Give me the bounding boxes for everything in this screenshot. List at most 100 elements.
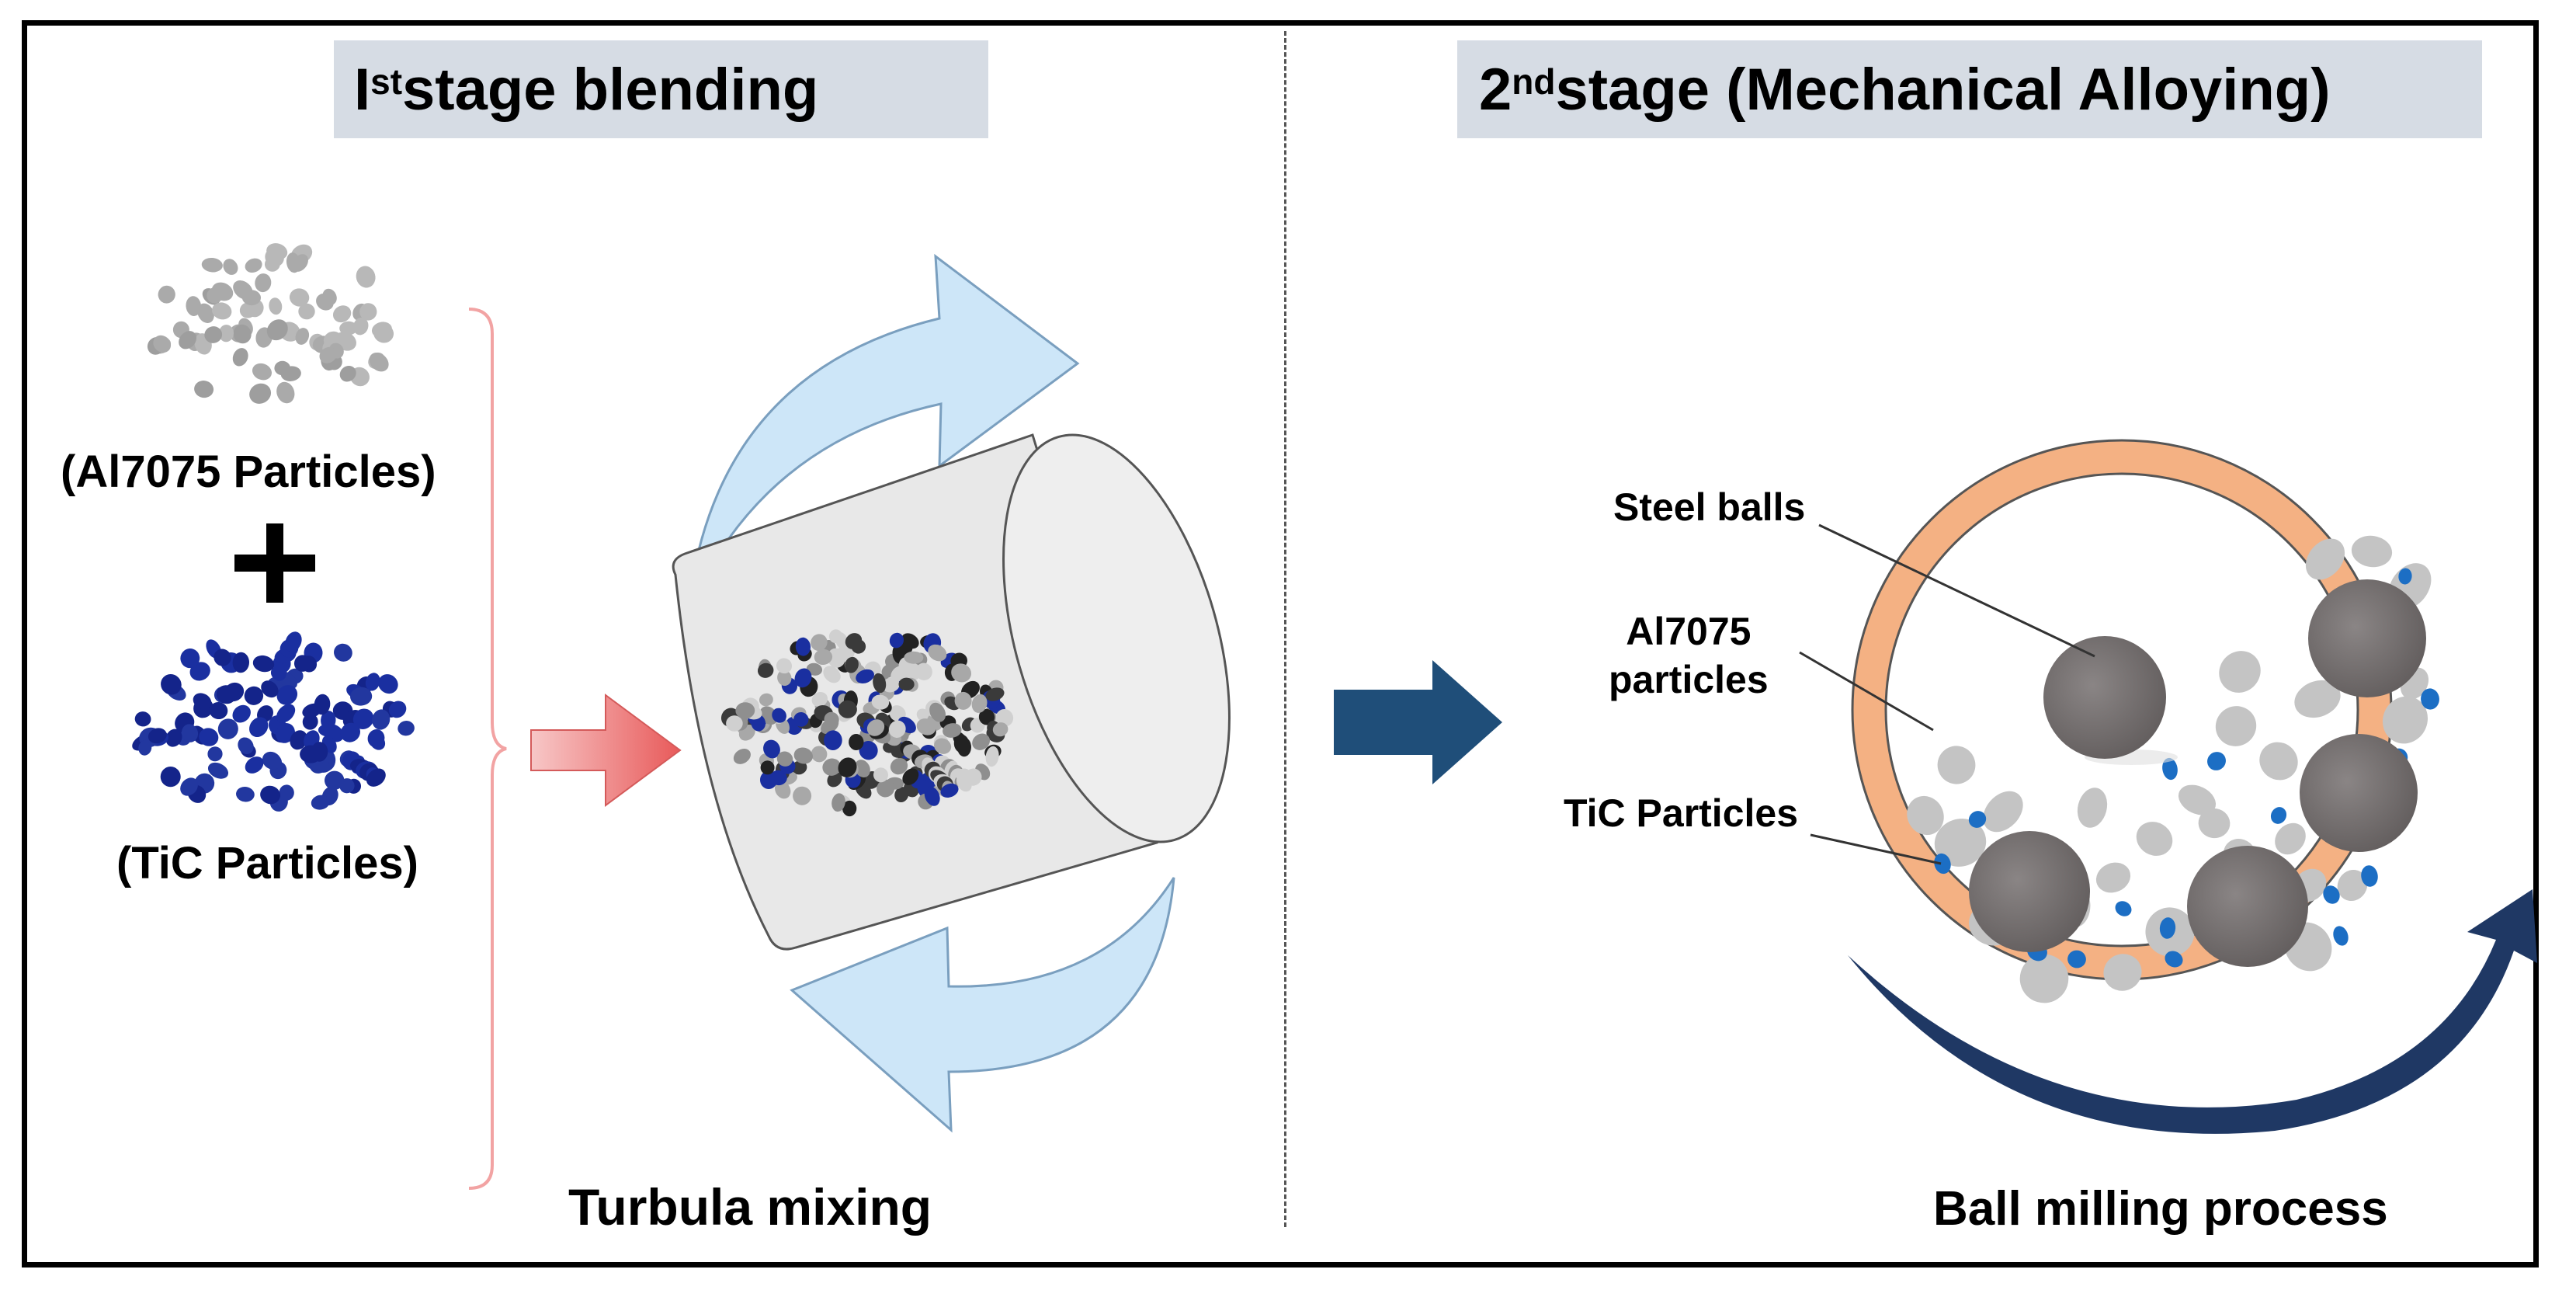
al7075-particle bbox=[153, 335, 172, 353]
al7075-particle bbox=[286, 252, 301, 273]
al7075-particle bbox=[158, 285, 175, 304]
tic-particles-mill-label: TiC Particles bbox=[1564, 791, 1799, 835]
mixed-particle bbox=[777, 669, 792, 687]
al-particles-leader bbox=[1799, 651, 1934, 732]
al7075-particle bbox=[274, 360, 291, 376]
mixed-particle bbox=[871, 694, 890, 710]
tic-particle bbox=[244, 686, 264, 705]
tic-particle bbox=[180, 649, 200, 669]
tic-particle bbox=[2159, 917, 2176, 939]
mixed-particle bbox=[845, 656, 859, 673]
tic-particle bbox=[2115, 901, 2132, 916]
tic-particle bbox=[261, 680, 279, 698]
al7075-particle bbox=[373, 324, 394, 343]
mixed-particle bbox=[735, 702, 755, 719]
steel-ball bbox=[2043, 636, 2166, 759]
tic-particles-leader bbox=[1810, 833, 1942, 865]
tic-particle bbox=[366, 768, 386, 787]
steel-ball bbox=[2300, 734, 2418, 852]
mixed-particle bbox=[951, 663, 972, 683]
stage-divider bbox=[1284, 31, 1286, 1227]
tic-particle bbox=[238, 737, 254, 754]
tic-particle bbox=[398, 721, 415, 736]
tic-particle bbox=[372, 709, 391, 730]
mixed-particle bbox=[757, 662, 774, 678]
al7075-particle bbox=[252, 363, 273, 381]
mixed-particle bbox=[894, 787, 909, 803]
mixed-particle bbox=[985, 746, 999, 767]
tic-particle bbox=[217, 718, 238, 739]
al7075-particle bbox=[289, 288, 310, 307]
mixed-particle bbox=[791, 760, 807, 775]
tic-particle bbox=[161, 674, 182, 695]
tic-particle bbox=[165, 729, 182, 747]
al7075-particle bbox=[369, 353, 389, 372]
al7075-particle bbox=[194, 381, 214, 398]
mixed-particle bbox=[859, 741, 878, 760]
tic-particle bbox=[1934, 853, 1951, 875]
tic-particle bbox=[276, 704, 296, 723]
al7075-particle bbox=[2337, 869, 2368, 902]
al7075-particle bbox=[211, 282, 234, 301]
mixed-particle bbox=[915, 662, 932, 680]
tic-particle bbox=[252, 655, 275, 673]
mixed-particle bbox=[956, 768, 973, 783]
turbula-mixing-label: Turbula mixing bbox=[568, 1178, 932, 1236]
al7075-particle bbox=[339, 365, 356, 382]
mixed-particle bbox=[794, 668, 812, 688]
al7075-particle bbox=[2275, 822, 2306, 855]
mixed-particle bbox=[928, 644, 947, 662]
mixed-particle bbox=[943, 723, 962, 738]
al7075-particle bbox=[295, 328, 310, 345]
mixed-particle bbox=[838, 700, 857, 718]
mixed-particle bbox=[760, 760, 775, 775]
mixed-particles bbox=[720, 629, 1014, 817]
al7075-particle bbox=[255, 273, 272, 293]
tic-particle bbox=[160, 767, 181, 788]
mixed-particle bbox=[822, 758, 842, 776]
tic-particle bbox=[276, 723, 295, 743]
tic-particle bbox=[209, 701, 228, 720]
tic-particle bbox=[314, 694, 331, 715]
mixed-particle bbox=[971, 694, 988, 713]
al7075-particle bbox=[352, 317, 369, 336]
mixed-particle bbox=[842, 800, 857, 817]
tic-particle bbox=[236, 786, 255, 802]
tic-particle bbox=[276, 685, 298, 705]
mixed-particle bbox=[831, 793, 845, 812]
ball-mill-jar bbox=[1799, 439, 2439, 1003]
al7075-particle bbox=[298, 303, 315, 320]
tic-particle bbox=[350, 687, 373, 706]
tic-particle bbox=[311, 795, 330, 810]
tic-particle bbox=[2333, 926, 2349, 946]
mixed-particle bbox=[811, 691, 828, 708]
mixed-particle bbox=[726, 715, 743, 732]
al7075-particle bbox=[266, 243, 288, 260]
mixed-particle bbox=[814, 649, 833, 666]
steel-balls-label: Steel balls bbox=[1613, 485, 1806, 529]
mixed-particle bbox=[772, 708, 786, 723]
steel-ball bbox=[2308, 579, 2426, 697]
tic-particle bbox=[207, 746, 223, 762]
mixed-particle bbox=[956, 737, 972, 757]
tic-particle bbox=[2398, 568, 2412, 585]
tic-particle bbox=[340, 722, 361, 742]
mixed-particle bbox=[985, 687, 1005, 701]
mixed-particle bbox=[888, 720, 906, 738]
al7075-particle bbox=[1934, 819, 1987, 867]
tic-particle bbox=[2162, 757, 2178, 781]
al7075-particle bbox=[245, 258, 262, 273]
tic-particle bbox=[260, 785, 281, 805]
tic-particle bbox=[279, 784, 294, 801]
tic-particle bbox=[325, 770, 345, 791]
mixed-particle bbox=[775, 781, 791, 799]
plus-icon bbox=[234, 523, 315, 603]
al7075-particle bbox=[232, 348, 248, 367]
al7075-particle bbox=[332, 305, 352, 323]
al7075-particle bbox=[1907, 795, 1944, 836]
mixed-particle bbox=[793, 711, 809, 727]
tic-particle bbox=[1968, 811, 1987, 828]
